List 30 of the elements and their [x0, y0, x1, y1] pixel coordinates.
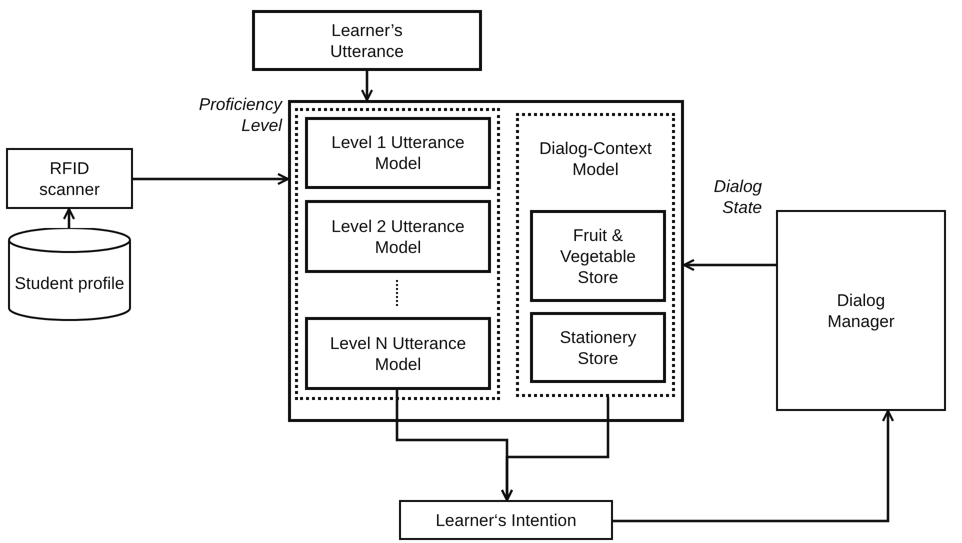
- model-box: [305, 317, 491, 390]
- node-label: RFID scanner: [38, 158, 101, 200]
- node-label: Dialog Manager: [826, 290, 896, 332]
- arrow: [62, 208, 76, 228]
- node-label: Dialog-Context Model: [538, 138, 653, 180]
- store-box: [530, 210, 666, 302]
- node-label: Learner’s Utterance: [329, 20, 405, 62]
- process-box: [776, 210, 946, 411]
- store-box: [530, 312, 666, 383]
- node-label: Level N Utterance Model: [328, 332, 468, 374]
- node-label: Student profile: [14, 273, 126, 294]
- database-cylinder: [8, 228, 131, 321]
- node-label: Learner‘s Intention: [434, 510, 578, 530]
- output-box: [399, 500, 613, 540]
- arrow: [613, 410, 894, 522]
- model-box: [305, 117, 491, 189]
- arrow: [682, 258, 776, 272]
- system-container: [288, 100, 684, 422]
- arrow: [500, 397, 610, 502]
- input-box: [252, 10, 482, 71]
- model-group: [295, 108, 500, 400]
- arrow: [360, 71, 374, 102]
- node-label: Level 2 Utterance Model: [330, 216, 466, 258]
- node-label: Level 1 Utterance Model: [330, 132, 466, 174]
- model-box: [305, 200, 491, 273]
- node-label: Stationery Store: [558, 326, 638, 368]
- node-label: Fruit & Vegetable Store: [559, 224, 637, 288]
- arrow: [133, 172, 290, 186]
- process-box: [6, 148, 133, 209]
- context-model-group: [516, 113, 675, 397]
